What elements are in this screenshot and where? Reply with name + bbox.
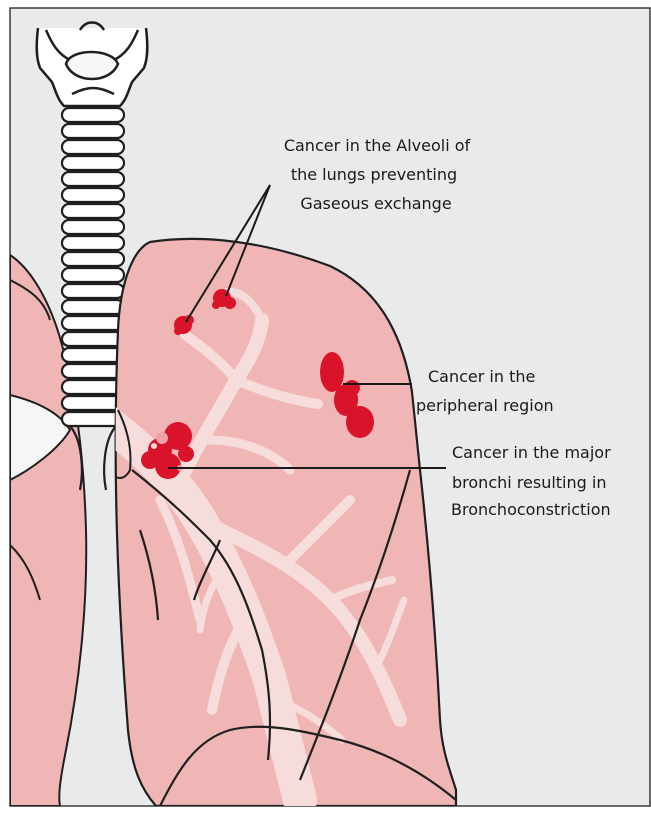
label-alveoli-line2: the lungs preventing — [291, 165, 457, 184]
label-peripheral-line1: Cancer in the — [428, 367, 535, 386]
label-alveoli: Cancer in the Alveoli of the lungs preve… — [284, 136, 471, 213]
label-bronchi-line3: Bronchoconstriction — [451, 500, 611, 519]
label-alveoli-line3: Gaseous exchange — [300, 194, 451, 213]
label-bronchi-line2: bronchi resulting in — [452, 473, 606, 492]
label-bronchi-line1: Cancer in the major — [452, 443, 611, 462]
label-bronchi: Cancer in the major bronchi resulting in… — [451, 443, 611, 519]
label-alveoli-line1: Cancer in the Alveoli of — [284, 136, 471, 155]
label-peripheral-line2: peripheral region — [416, 396, 554, 415]
